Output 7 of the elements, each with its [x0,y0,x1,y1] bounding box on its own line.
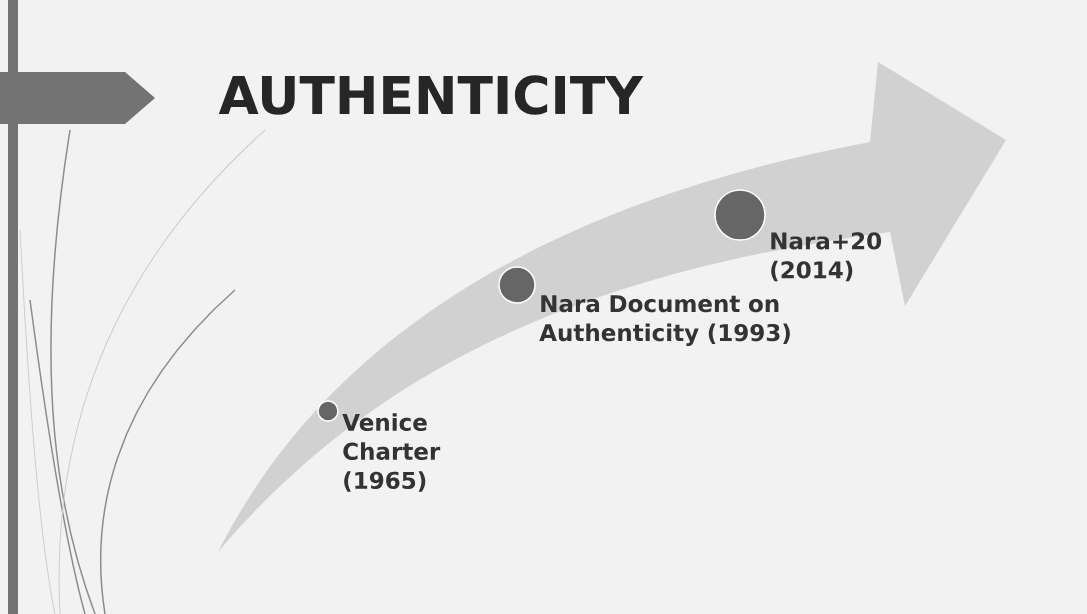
milestone-label: Nara+20 (2014) [771,232,882,282]
milestone-label: Venice Charter (1965) [342,413,441,492]
milestone-label: Nara Document on Authenticity (1993) [539,295,790,346]
timeline-dot [714,189,766,241]
timeline-dot [498,266,536,304]
timeline-dot [317,400,339,422]
title: AUTHENTICITY [218,75,644,115]
